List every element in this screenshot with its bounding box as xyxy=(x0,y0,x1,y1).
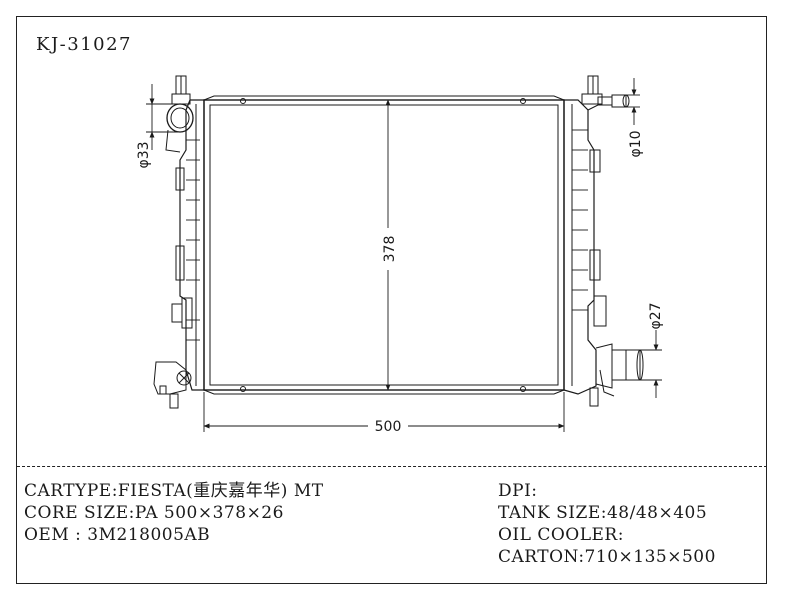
outlet-dimension xyxy=(640,330,662,398)
left-tank xyxy=(171,75,205,391)
width-label: 500 xyxy=(375,419,402,435)
outlet-dia-label: φ27 xyxy=(648,302,664,329)
inlet-dimension xyxy=(146,84,180,150)
section-divider xyxy=(17,466,767,467)
inlet-dia-label: φ33 xyxy=(136,141,152,168)
right-tank xyxy=(563,75,607,407)
outlet-pipe xyxy=(595,343,644,397)
carton-text: CARTON:710×135×500 xyxy=(498,547,716,567)
cooler-dimension xyxy=(626,78,640,125)
cooler-dia-label: φ10 xyxy=(628,130,644,157)
dpi-text: DPI: xyxy=(498,481,538,501)
cartype-text: CARTYPE:FIESTA(重庆嘉年华) MT xyxy=(24,481,324,501)
inlet-pipe xyxy=(165,103,194,153)
tank-size-text: TANK SIZE:48/48×405 xyxy=(498,503,708,523)
oil-cooler-fitting xyxy=(587,94,630,111)
core-size-text: CORE SIZE:PA 500×378×26 xyxy=(24,503,284,523)
drawing-sheet-border xyxy=(16,16,767,584)
height-label: 378 xyxy=(382,236,398,263)
oil-cooler-text: OIL COOLER: xyxy=(498,525,624,545)
drain-plug xyxy=(153,361,192,409)
model-code: KJ-31027 xyxy=(36,34,133,55)
oem-text: OEM : 3M218005AB xyxy=(24,525,211,545)
